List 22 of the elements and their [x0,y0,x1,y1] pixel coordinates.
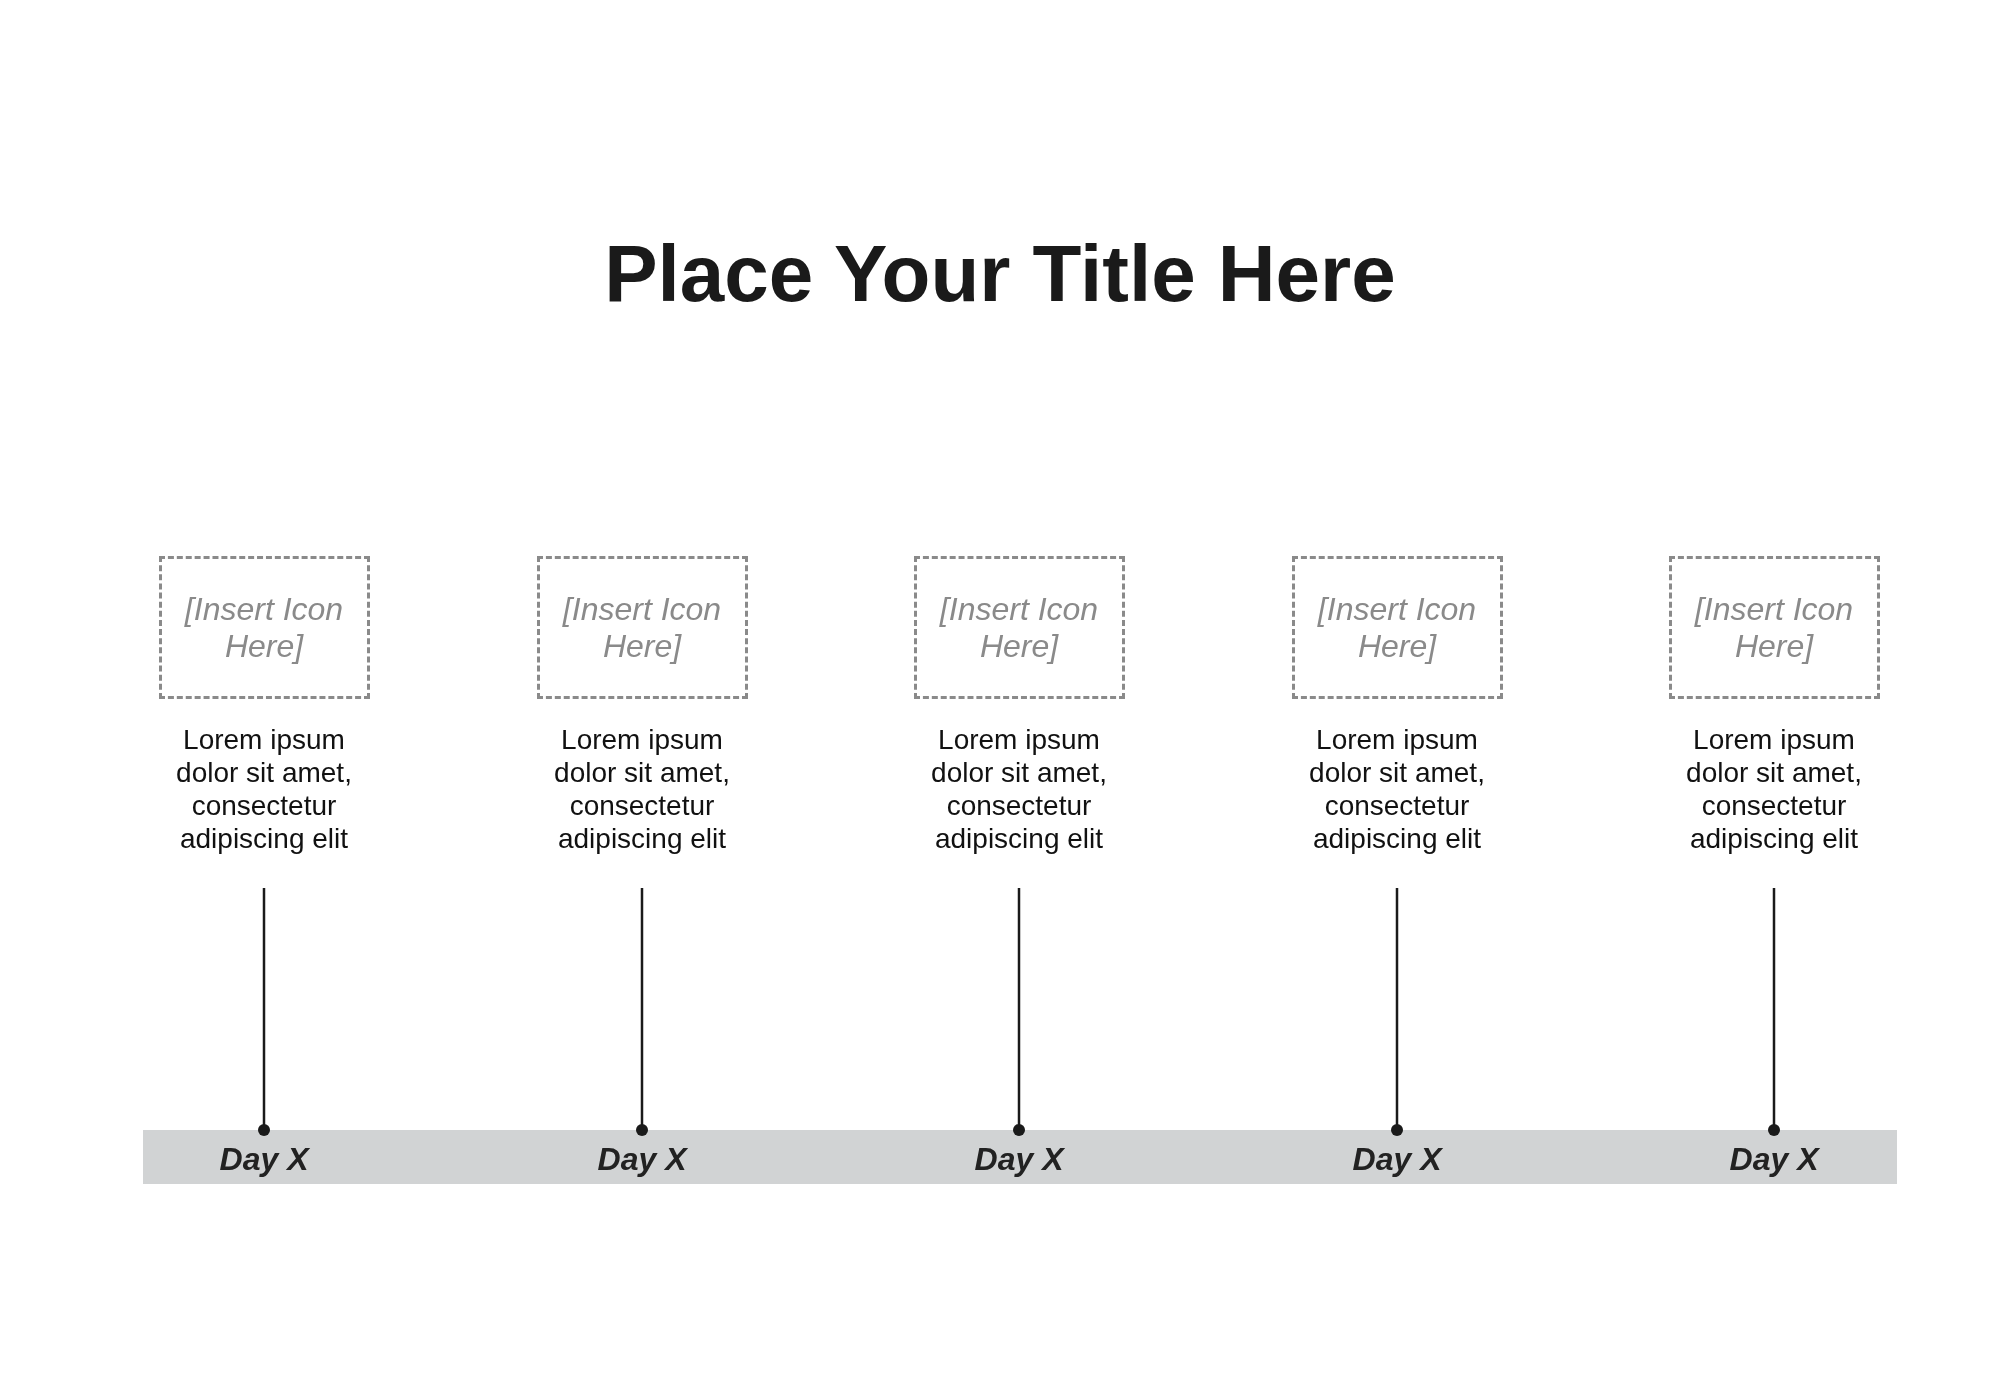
day-label: Day X [1694,1130,1854,1184]
icon-placeholder-field: [Insert Icon Here] [1291,556,1503,699]
description-text: Lorem ipsum dolor sit amet, consectetur adipiscing elit [930,723,1108,855]
day-label: Day X [184,1130,344,1184]
day-label: Day X [562,1130,722,1184]
connector-line [258,888,270,1136]
title: Place Your Title Here [603,228,1397,320]
icon-placeholder-field: [Insert Icon Here] [913,556,1125,699]
day-label: Day X [939,1130,1099,1184]
connector-line [1013,888,1025,1136]
icon-placeholder-field: [Insert Icon Here] [536,556,748,699]
description-text: Lorem ipsum dolor sit amet, consectetur adipiscing elit [1308,723,1486,855]
connector-line [1768,888,1780,1136]
day-label: Day X [1317,1130,1477,1184]
connector-line [1391,888,1403,1136]
icon-placeholder-field: [Insert Icon Here] [158,556,370,699]
description-text: Lorem ipsum dolor sit amet, consectetur adipiscing elit [553,723,731,855]
timeline-band [143,1130,1897,1184]
description-text: Lorem ipsum dolor sit amet, consectetur adipiscing elit [1685,723,1863,855]
description-text: Lorem ipsum dolor sit amet, consectetur adipiscing elit [175,723,353,855]
icon-placeholder-field: [Insert Icon Here] [1668,556,1880,699]
connector-line [636,888,648,1136]
